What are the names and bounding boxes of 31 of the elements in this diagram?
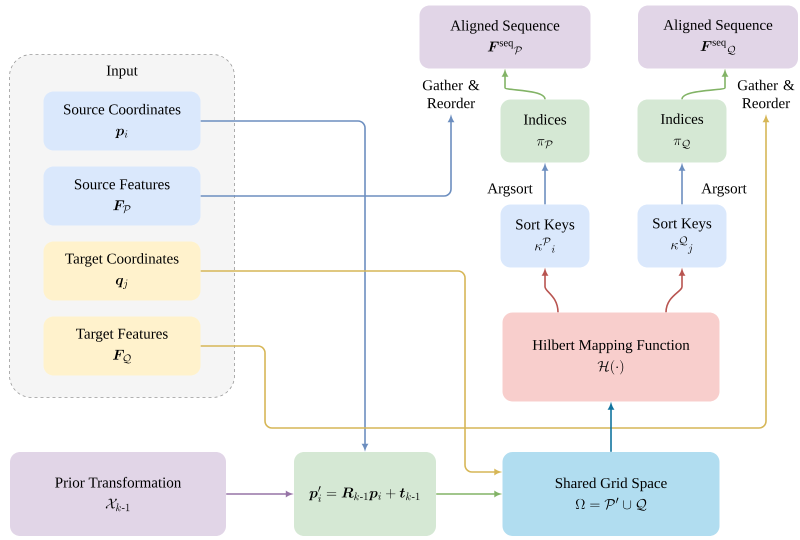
step-text: Gather & Reorder bbox=[422, 80, 480, 108]
process-box: Indices $\pi_{\mathcal{Q}}$ bbox=[638, 100, 726, 162]
arrow bbox=[226, 491, 292, 497]
input-box: Source Coordinates $\boldsymbol{p}_i$ bbox=[44, 92, 200, 150]
arrow bbox=[542, 270, 559, 312]
function-box: Hilbert Mapping Function $\mathcal{H}(\cdot)$ bbox=[502, 312, 720, 402]
arrow bbox=[200, 270, 500, 475]
process-box: Prior Transformation $\mathcal{X}_{k\text{-}1}$ bbox=[10, 452, 226, 536]
arrow bbox=[681, 70, 728, 100]
process-box: Shared Grid Space $\Omega=\mathcal{P}'\cup\mathcal{Q}$ bbox=[502, 452, 720, 536]
output-box: Aligned Sequence $\boldsymbol{F}^{\mathrm{seq}}{}_{\mathcal{P}}$ bbox=[420, 6, 590, 68]
arrow bbox=[608, 404, 614, 452]
input-box: Target Features $\boldsymbol{F}_{\mathcal{Q}}$ bbox=[44, 316, 200, 376]
process-box: Indices $\pi_{\mathcal{P}}$ bbox=[500, 100, 590, 162]
arrow bbox=[436, 491, 500, 497]
arrow bbox=[200, 116, 454, 197]
output-box: Aligned Sequence $\boldsymbol{F}^{\mathrm{seq}}{}_{\mathcal{Q}}$ bbox=[638, 6, 798, 68]
arrow bbox=[200, 120, 368, 450]
process-box: Sort Keys $\kappa^{\mathcal{P}}{}_{i}$ bbox=[500, 204, 590, 268]
arrow bbox=[200, 116, 769, 429]
edge-label: Argsort bbox=[486, 182, 534, 198]
arrow bbox=[502, 70, 546, 100]
formula-box: $\boldsymbol{p}_i'=\boldsymbol{R}_{k\text{-}1}\boldsymbol{p}_i+\boldsymbol{t}_{k\text{-}1}$ bbox=[294, 452, 436, 536]
input-box: Target Coordinates $\boldsymbol{q}_j$ bbox=[44, 242, 200, 300]
arrow bbox=[665, 270, 685, 312]
input-box: Source Features $\boldsymbol{F}_{\mathcal{P}}$ bbox=[44, 166, 200, 226]
arrow bbox=[542, 164, 548, 204]
arrow bbox=[679, 164, 685, 204]
edge-label: Argsort bbox=[700, 182, 748, 198]
process-box: Sort Keys $\kappa^{\mathcal{Q}}{}_{j}$ bbox=[638, 204, 726, 268]
step-text: Gather & Reorder bbox=[738, 80, 794, 108]
